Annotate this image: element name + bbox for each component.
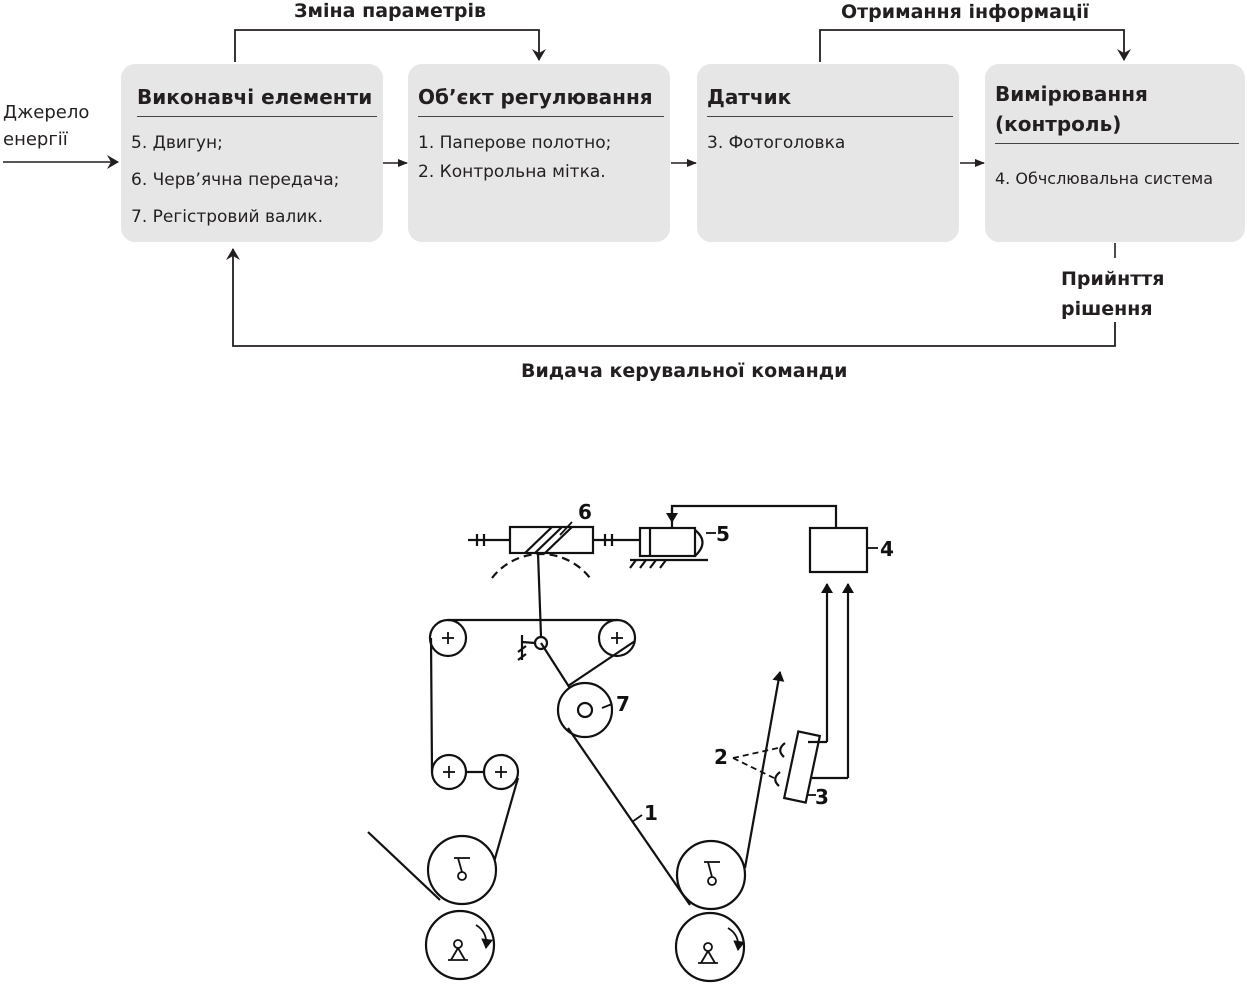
label-2: 2 — [714, 745, 728, 769]
box-control-object: Об’єкт регулювання 1. Паперове полотно; … — [408, 64, 670, 242]
motor — [629, 508, 708, 569]
source-label-line2: енергії — [3, 129, 68, 150]
box-measurement-title: Вимірювання (контроль) — [995, 79, 1239, 144]
top-left-loop — [234, 29, 546, 62]
decision-label-line2: рішення — [1061, 298, 1153, 320]
box-actuators-items: 5. Двигун; 6. Черв’ячна передача; 7. Рег… — [131, 129, 375, 232]
box-sensor: Датчик 3. Фотоголовка — [697, 64, 959, 242]
top-right-loop — [819, 29, 1131, 62]
label-6: 6 — [578, 500, 592, 524]
computing-system-block — [808, 526, 869, 574]
command-line — [666, 504, 838, 528]
label-5: 5 — [716, 522, 730, 546]
box-actuators-title: Виконавчі елементи — [137, 82, 377, 117]
source-label: Джерело енергії — [3, 99, 89, 153]
source-label-line1: Джерело — [3, 102, 90, 123]
label-1: 1 — [644, 801, 658, 825]
box-measurement-title-line1: Вимірювання — [995, 82, 1148, 106]
feedback-loop — [226, 248, 1116, 347]
label-4: 4 — [880, 537, 894, 561]
box-sensor-items: 3. Фотоголовка — [707, 129, 951, 158]
box-measurement-title-line2: (контроль) — [995, 112, 1122, 136]
label-7: 7 — [616, 692, 630, 716]
box-sensor-title: Датчик — [707, 82, 953, 117]
box-control-object-title: Об’єкт регулювання — [418, 82, 664, 117]
worm-gear — [468, 525, 640, 579]
list-item: 1. Паперове полотно; — [418, 133, 612, 153]
list-item: 7. Регістровий валик. — [131, 207, 323, 227]
paper-web — [367, 618, 785, 906]
list-item: 3. Фотоголовка — [707, 133, 846, 153]
box-measurement-items: 4. Обчслювальна система — [995, 164, 1237, 193]
photo-head — [774, 730, 822, 804]
decision-label-line1: Прийнття — [1061, 268, 1165, 290]
decision-label: Прийнття рішення — [1061, 264, 1164, 324]
box-actuators: Виконавчі елементи 5. Двигун; 6. Черв’яч… — [121, 64, 383, 242]
list-item: 5. Двигун; — [131, 133, 223, 153]
flow-connectors — [3, 29, 1131, 347]
bottom-label: Видача керувальної команди — [521, 360, 848, 382]
label-3: 3 — [815, 785, 829, 809]
list-item: 6. Черв’ячна передача; — [131, 170, 340, 190]
list-item: 4. Обчслювальна система — [995, 169, 1214, 188]
box-control-object-items: 1. Паперове полотно; 2. Контрольна мітка… — [418, 129, 662, 187]
top-left-label: Зміна параметрів — [294, 0, 487, 22]
top-right-label: Отримання інформації — [841, 1, 1090, 23]
list-item: 2. Контрольна мітка. — [418, 162, 606, 182]
box-measurement: Вимірювання (контроль) 4. Обчслювальна с… — [985, 64, 1245, 242]
